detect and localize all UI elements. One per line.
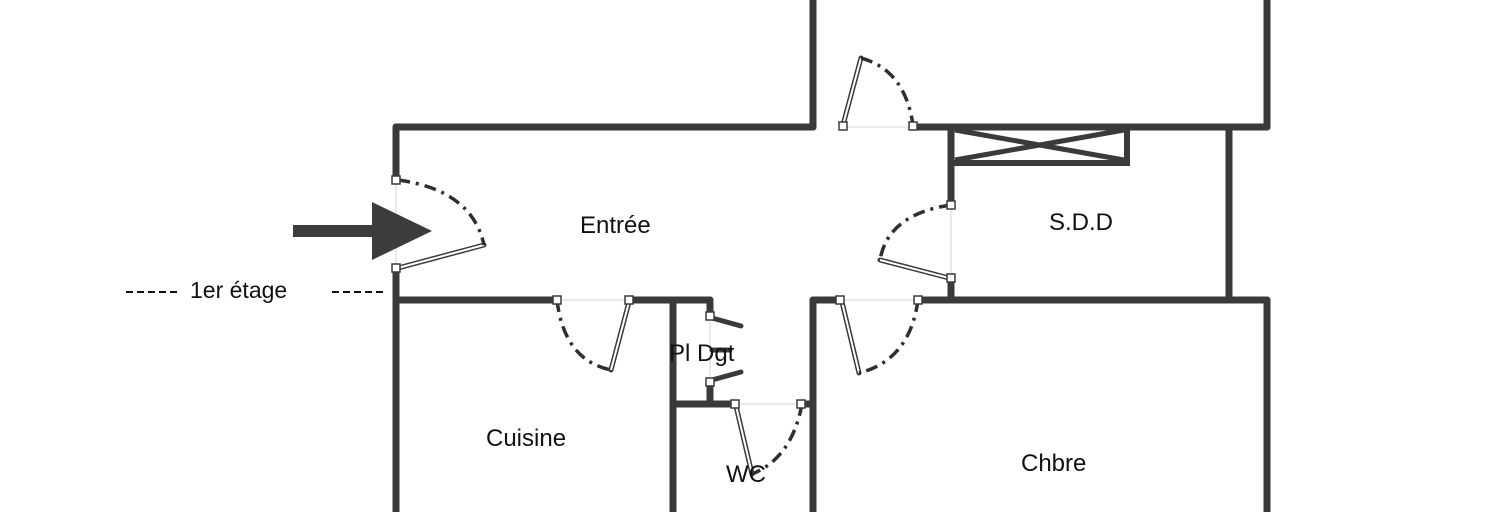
doors	[391, 55, 956, 477]
room-label-placard-dgt: Pl Dgt	[669, 340, 735, 367]
placard-cross	[948, 124, 1130, 166]
door-top	[838, 55, 918, 131]
room-labels: Entrée S.D.D Pl Dgt Cuisine WC Chbre	[486, 209, 1113, 488]
door-placard	[705, 311, 744, 387]
openings	[395, 126, 952, 405]
walls	[392, 0, 1271, 512]
door-wc	[730, 399, 806, 477]
door-sdd	[877, 200, 956, 283]
door-entrance	[391, 175, 487, 273]
room-label-cuisine: Cuisine	[486, 425, 566, 452]
room-label-chambre: Chbre	[1021, 450, 1086, 477]
floor-label-group: 1er étage	[126, 277, 386, 303]
floor-label: 1er étage	[190, 277, 287, 303]
door-chambre	[835, 295, 923, 376]
room-label-wc: WC	[726, 461, 766, 488]
door-cuisine	[552, 295, 634, 373]
arrow-right-icon	[293, 202, 432, 260]
room-label-entree: Entrée	[580, 212, 651, 239]
room-label-sdd: S.D.D	[1049, 209, 1113, 236]
